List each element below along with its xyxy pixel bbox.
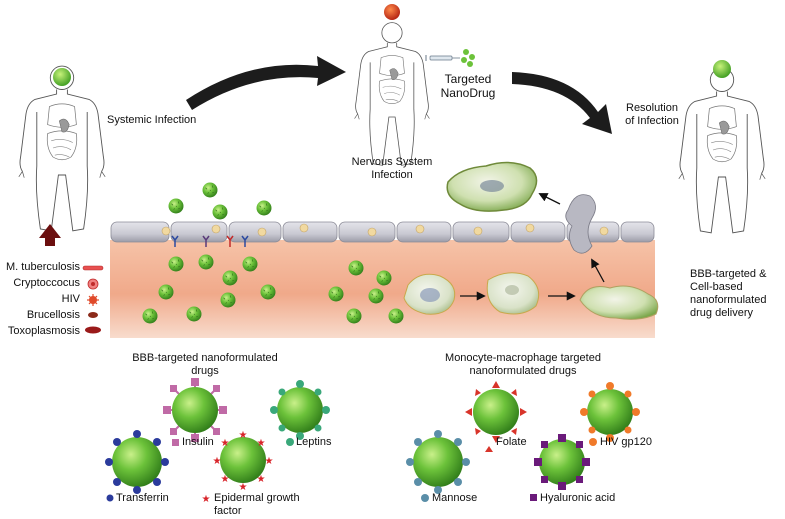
pathogen-icons xyxy=(82,265,104,334)
targeted-label: Targeted NanoDrug xyxy=(440,72,496,100)
endothelial-cell xyxy=(110,221,170,243)
label-mannose: Mannose xyxy=(432,492,478,504)
nervous-label: Nervous System Infection xyxy=(351,156,433,181)
nanoparticle-hyaluronic xyxy=(534,434,590,490)
endothelial-cell xyxy=(338,221,396,243)
progress-arrow xyxy=(186,56,346,110)
nanoparticle-mannose xyxy=(406,430,470,494)
svg-text:★: ★ xyxy=(265,456,274,467)
resolution-label: Resolution of Infection xyxy=(625,102,679,127)
pathogen-tb: M. tuberculosis xyxy=(6,261,80,273)
svg-text:★: ★ xyxy=(202,494,211,505)
svg-text:★: ★ xyxy=(239,482,248,493)
flow-arrow xyxy=(460,193,605,301)
body-nervous xyxy=(354,22,430,166)
label-insulin: Insulin xyxy=(182,436,214,448)
pathogen-hiv: HIV xyxy=(61,293,80,305)
endothelial-cell xyxy=(620,221,655,243)
bbb-group-title: BBB-targeted nanoformulated drugs xyxy=(132,352,278,377)
systemic-label: Systemic Infection xyxy=(107,114,197,126)
label-folate: Folate xyxy=(496,436,527,448)
label-leptins: Leptins xyxy=(296,436,332,448)
pathogen-list: M. tuberculosis Cryptoccocus HIV Brucell… xyxy=(0,261,80,341)
nanoparticle-folate xyxy=(465,381,527,443)
brain-icon xyxy=(713,60,731,78)
nanoparticle-hiv xyxy=(580,382,640,442)
nanoparticle-insulin xyxy=(163,378,227,442)
mono-group-title: Monocyte-macrophage targeted nanoformula… xyxy=(445,352,601,377)
svg-text:★: ★ xyxy=(221,474,230,485)
syringe-icon xyxy=(425,49,475,67)
brain-icon xyxy=(384,4,400,20)
nanoparticle-leptins xyxy=(270,380,330,440)
label-transferrin: Transferrin xyxy=(116,492,169,504)
label-egf: Epidermal growth factor xyxy=(214,492,300,517)
endothelial-cell xyxy=(228,221,282,243)
pathogen-toxo: Toxoplasmosis xyxy=(7,325,80,337)
progress-arrow xyxy=(512,72,612,134)
label-hiv-gp120: HIV gp120 xyxy=(600,436,652,448)
svg-text:★: ★ xyxy=(257,474,266,485)
macrophage xyxy=(403,161,659,320)
label-hyaluronic: Hyaluronic acid xyxy=(540,492,616,504)
svg-text:★: ★ xyxy=(257,438,266,449)
svg-text:★: ★ xyxy=(221,438,230,449)
pathogen-crypto: Cryptoccocus xyxy=(13,277,80,289)
delivery-label: BBB-targeted & Cell-based nanoformulated… xyxy=(690,268,767,319)
pathogen-brucellosis: Brucellosis xyxy=(26,309,80,321)
svg-text:★: ★ xyxy=(239,430,248,441)
svg-text:★: ★ xyxy=(213,456,222,467)
legend-markers: ★ xyxy=(106,438,597,505)
endothelial-cell xyxy=(396,221,452,243)
nanoparticle-transferrin xyxy=(105,430,169,494)
infection-arrow xyxy=(39,224,61,246)
gray-cell xyxy=(565,194,596,254)
nanoparticle-egf: ★ ★ ★ ★ ★ ★ ★ ★ xyxy=(213,430,274,493)
endothelial-cell xyxy=(510,221,566,243)
blood-vessel xyxy=(110,221,655,338)
endothelial-cell xyxy=(282,221,338,243)
brain-icon xyxy=(53,68,71,86)
body-systemic xyxy=(18,65,106,232)
body-resolution xyxy=(678,67,766,234)
